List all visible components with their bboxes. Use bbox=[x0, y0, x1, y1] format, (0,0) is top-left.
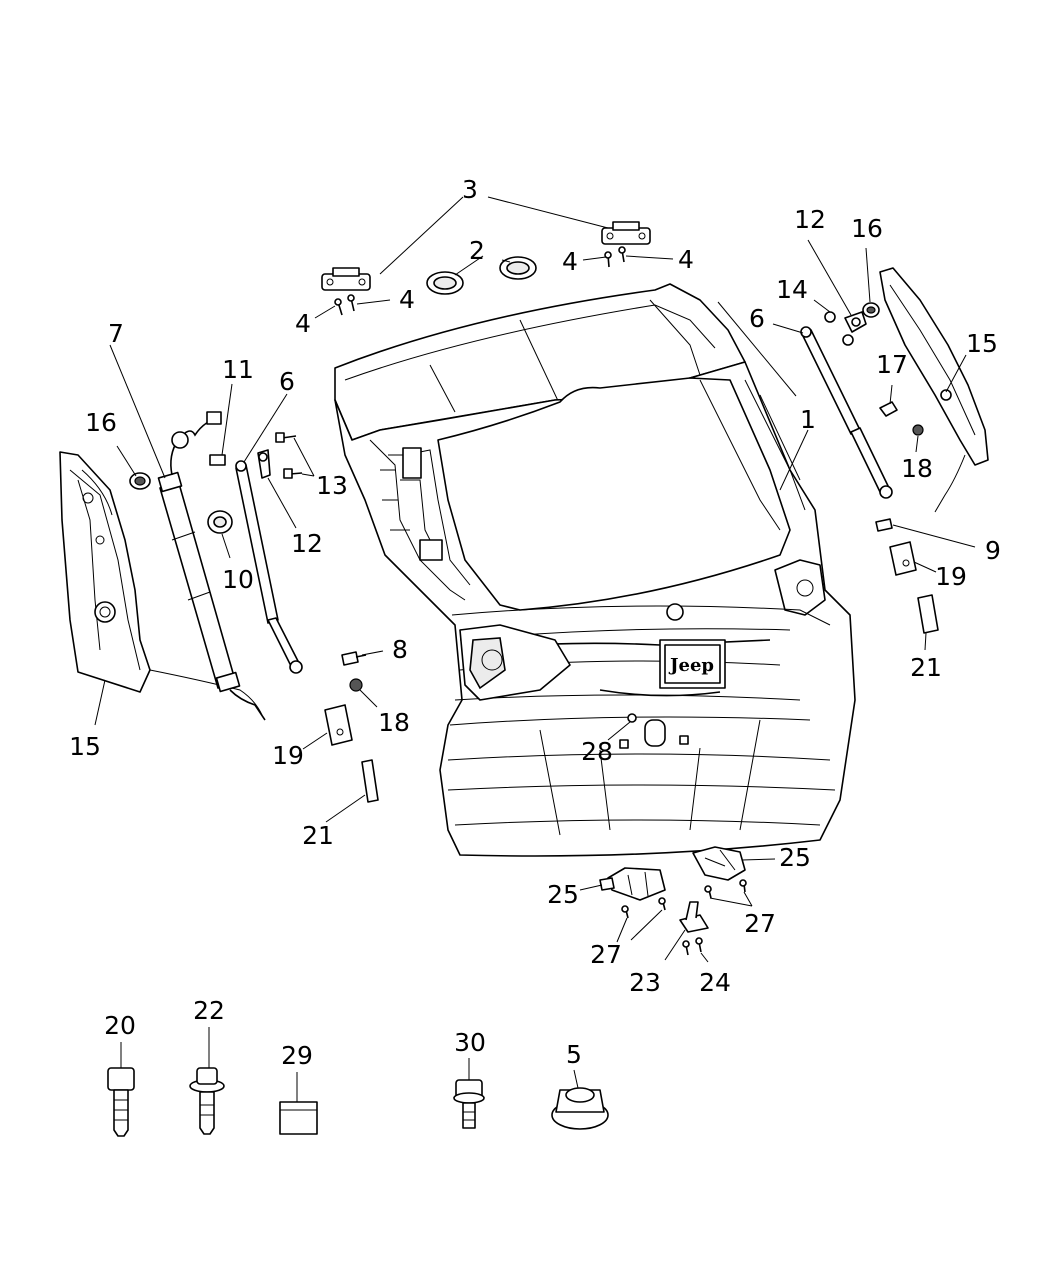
striker-23 bbox=[679, 901, 709, 933]
callout-19-left: 19 bbox=[272, 741, 304, 770]
switch-8 bbox=[341, 651, 367, 666]
bumper-10 bbox=[207, 510, 233, 534]
hinge-right bbox=[601, 221, 651, 245]
callout-4-left: 4 bbox=[295, 309, 311, 338]
hinge-screws bbox=[334, 246, 626, 316]
gas-strut-right bbox=[800, 326, 893, 499]
power-liftgate-strut bbox=[157, 417, 266, 721]
callout-5: 5 bbox=[566, 1040, 582, 1069]
callout-10: 10 bbox=[222, 565, 254, 594]
bolts-13 bbox=[275, 432, 303, 479]
callout-24: 24 bbox=[699, 968, 731, 997]
bumper-block-19-right bbox=[889, 541, 917, 576]
callout-16-right: 16 bbox=[851, 214, 883, 243]
callout-3-top: 3 bbox=[462, 175, 478, 204]
bumper-block-19-left bbox=[324, 704, 353, 746]
callout-4-upper-right: 4 bbox=[678, 245, 694, 274]
jeep-badge-text: Jeep bbox=[668, 655, 714, 676]
latch-25-left bbox=[599, 867, 666, 901]
callout-27-left: 27 bbox=[590, 940, 622, 969]
callout-18-left: 18 bbox=[378, 708, 410, 737]
grommets bbox=[426, 256, 537, 295]
callout-20: 20 bbox=[104, 1011, 136, 1040]
callout-30: 30 bbox=[454, 1028, 486, 1057]
callout-13: 13 bbox=[316, 471, 348, 500]
tail-lamp-left bbox=[59, 451, 263, 716]
callout-19-right: 19 bbox=[935, 562, 967, 591]
callout-1: 1 bbox=[800, 405, 816, 434]
flange-nut-5 bbox=[551, 1087, 609, 1130]
latch-25-right bbox=[692, 846, 746, 881]
callout-27-right: 27 bbox=[744, 909, 776, 938]
callout-22: 22 bbox=[193, 996, 225, 1025]
ball-stud-bracket-12-left bbox=[257, 449, 271, 479]
callout-12-left: 12 bbox=[291, 529, 323, 558]
callout-21-right: 21 bbox=[910, 653, 942, 682]
ball-stud-bracket-12-right bbox=[844, 311, 867, 333]
callout-15-left: 15 bbox=[69, 732, 101, 761]
callout-17: 17 bbox=[876, 350, 908, 379]
screws-24 bbox=[682, 937, 703, 956]
bolt-20 bbox=[107, 1067, 135, 1137]
nut-18-right bbox=[912, 424, 924, 436]
callout-16-left: 16 bbox=[85, 408, 117, 437]
callout-29: 29 bbox=[281, 1041, 313, 1070]
striker-plate-21-left bbox=[361, 759, 379, 803]
callout-18-right: 18 bbox=[901, 454, 933, 483]
gas-strut-left bbox=[235, 460, 303, 674]
callout-12-right: 12 bbox=[794, 205, 826, 234]
callout-23: 23 bbox=[629, 968, 661, 997]
grommet-16-left bbox=[129, 472, 151, 490]
bolt-22 bbox=[189, 1067, 225, 1135]
callout-28: 28 bbox=[581, 737, 613, 766]
switch-9 bbox=[875, 518, 893, 532]
clip-29 bbox=[279, 1101, 318, 1135]
harness-connector-11 bbox=[206, 411, 226, 466]
bumper-17 bbox=[879, 401, 898, 417]
callout-9: 9 bbox=[985, 536, 1001, 565]
callout-labels: 3 2 4 4 4 4 7 11 6 16 13 12 10 8 18 15 1… bbox=[69, 175, 1001, 1070]
callout-15-right: 15 bbox=[966, 329, 998, 358]
tail-lamp-right bbox=[879, 267, 989, 513]
grommet-16-right bbox=[862, 302, 880, 318]
screws-27 bbox=[621, 879, 747, 919]
nut-18-left bbox=[349, 678, 363, 692]
callout-11: 11 bbox=[222, 355, 254, 384]
callout-7: 7 bbox=[108, 319, 124, 348]
hinge-left bbox=[321, 267, 371, 291]
callout-25-left: 25 bbox=[547, 880, 579, 909]
callout-2: 2 bbox=[469, 236, 485, 265]
callout-21-left: 21 bbox=[302, 821, 334, 850]
callout-25-right: 25 bbox=[779, 843, 811, 872]
callout-6-left: 6 bbox=[279, 367, 295, 396]
callout-6-right: 6 bbox=[749, 304, 765, 333]
bolt-30 bbox=[453, 1079, 485, 1129]
liftgate-assembly: Jeep bbox=[334, 283, 856, 857]
striker-plate-21-right bbox=[917, 594, 939, 634]
callout-14: 14 bbox=[776, 275, 808, 304]
callout-4-mid: 4 bbox=[399, 285, 415, 314]
callout-8: 8 bbox=[392, 635, 408, 664]
callout-4-upper-left: 4 bbox=[562, 247, 578, 276]
leader-lines bbox=[94, 196, 976, 1102]
